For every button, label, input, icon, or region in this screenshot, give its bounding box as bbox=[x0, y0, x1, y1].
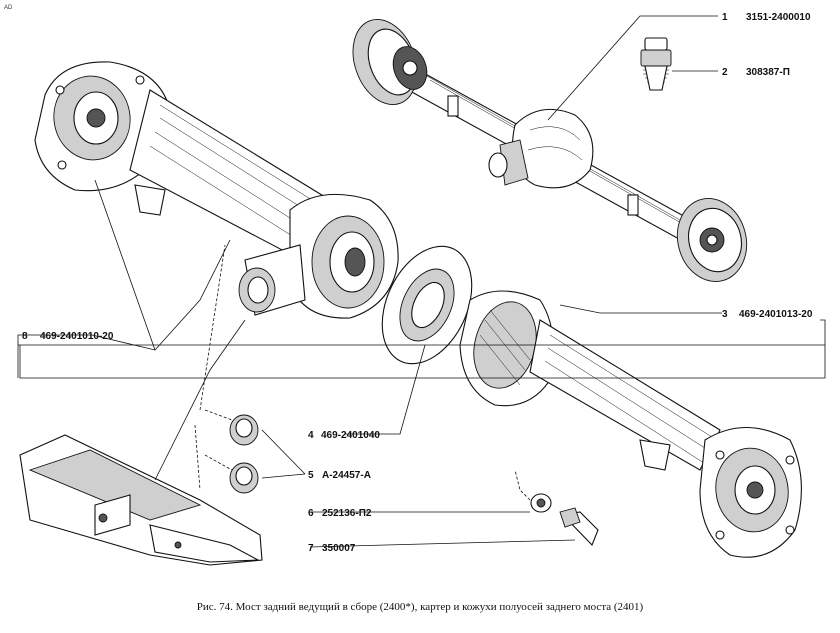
washer-bolt-illustration bbox=[530, 493, 599, 546]
callout-number: 2 bbox=[722, 67, 728, 78]
right-axle-housing-illustration bbox=[459, 290, 802, 558]
callout-7: 7 350007 bbox=[308, 543, 356, 554]
callout-8: 8 469-2401010-20 bbox=[22, 331, 114, 342]
callout-code: 469-2401013-20 bbox=[739, 309, 813, 320]
callout-1: 1 3151-2400010 bbox=[722, 12, 811, 23]
drain-plugs-illustration bbox=[229, 414, 259, 494]
callout-code: 308387-П bbox=[746, 67, 790, 78]
callout-number: 7 bbox=[308, 543, 314, 554]
gasket-ring-illustration bbox=[381, 245, 473, 365]
callout-code: 350007 bbox=[322, 543, 356, 554]
callout-code: 469-2401040 bbox=[321, 430, 380, 441]
callout-number: 4 bbox=[308, 430, 314, 441]
callout-number: 3 bbox=[722, 309, 728, 320]
callout-number: 1 bbox=[722, 12, 728, 23]
callout-code: 469-2401010-20 bbox=[40, 331, 114, 342]
leader-lines bbox=[17, 15, 826, 548]
callout-code: 3151-2400010 bbox=[746, 12, 811, 23]
callout-number: 6 bbox=[308, 508, 314, 519]
housing-detail-illustration bbox=[19, 434, 263, 566]
callout-code: А-24457-А bbox=[322, 470, 371, 481]
callout-4: 4 469-2401040 bbox=[308, 430, 380, 441]
breather-plug-illustration bbox=[640, 37, 672, 91]
callout-2: 2 308387-П bbox=[722, 67, 790, 78]
callout-6: 6 252136-П2 bbox=[308, 508, 372, 519]
callout-3: 3 469-2401013-20 bbox=[722, 309, 813, 320]
left-axle-housing-illustration bbox=[34, 61, 399, 319]
corner-mark: AD bbox=[4, 5, 13, 11]
callout-code: 252136-П2 bbox=[322, 508, 372, 519]
callout-number: 8 bbox=[22, 331, 28, 342]
callout-5: 5 А-24457-А bbox=[308, 470, 371, 481]
figure-caption: Рис. 74. Мост задний ведущий в сборе (24… bbox=[197, 601, 644, 613]
assembled-axle-illustration bbox=[352, 18, 748, 282]
callout-number: 5 bbox=[308, 470, 314, 481]
